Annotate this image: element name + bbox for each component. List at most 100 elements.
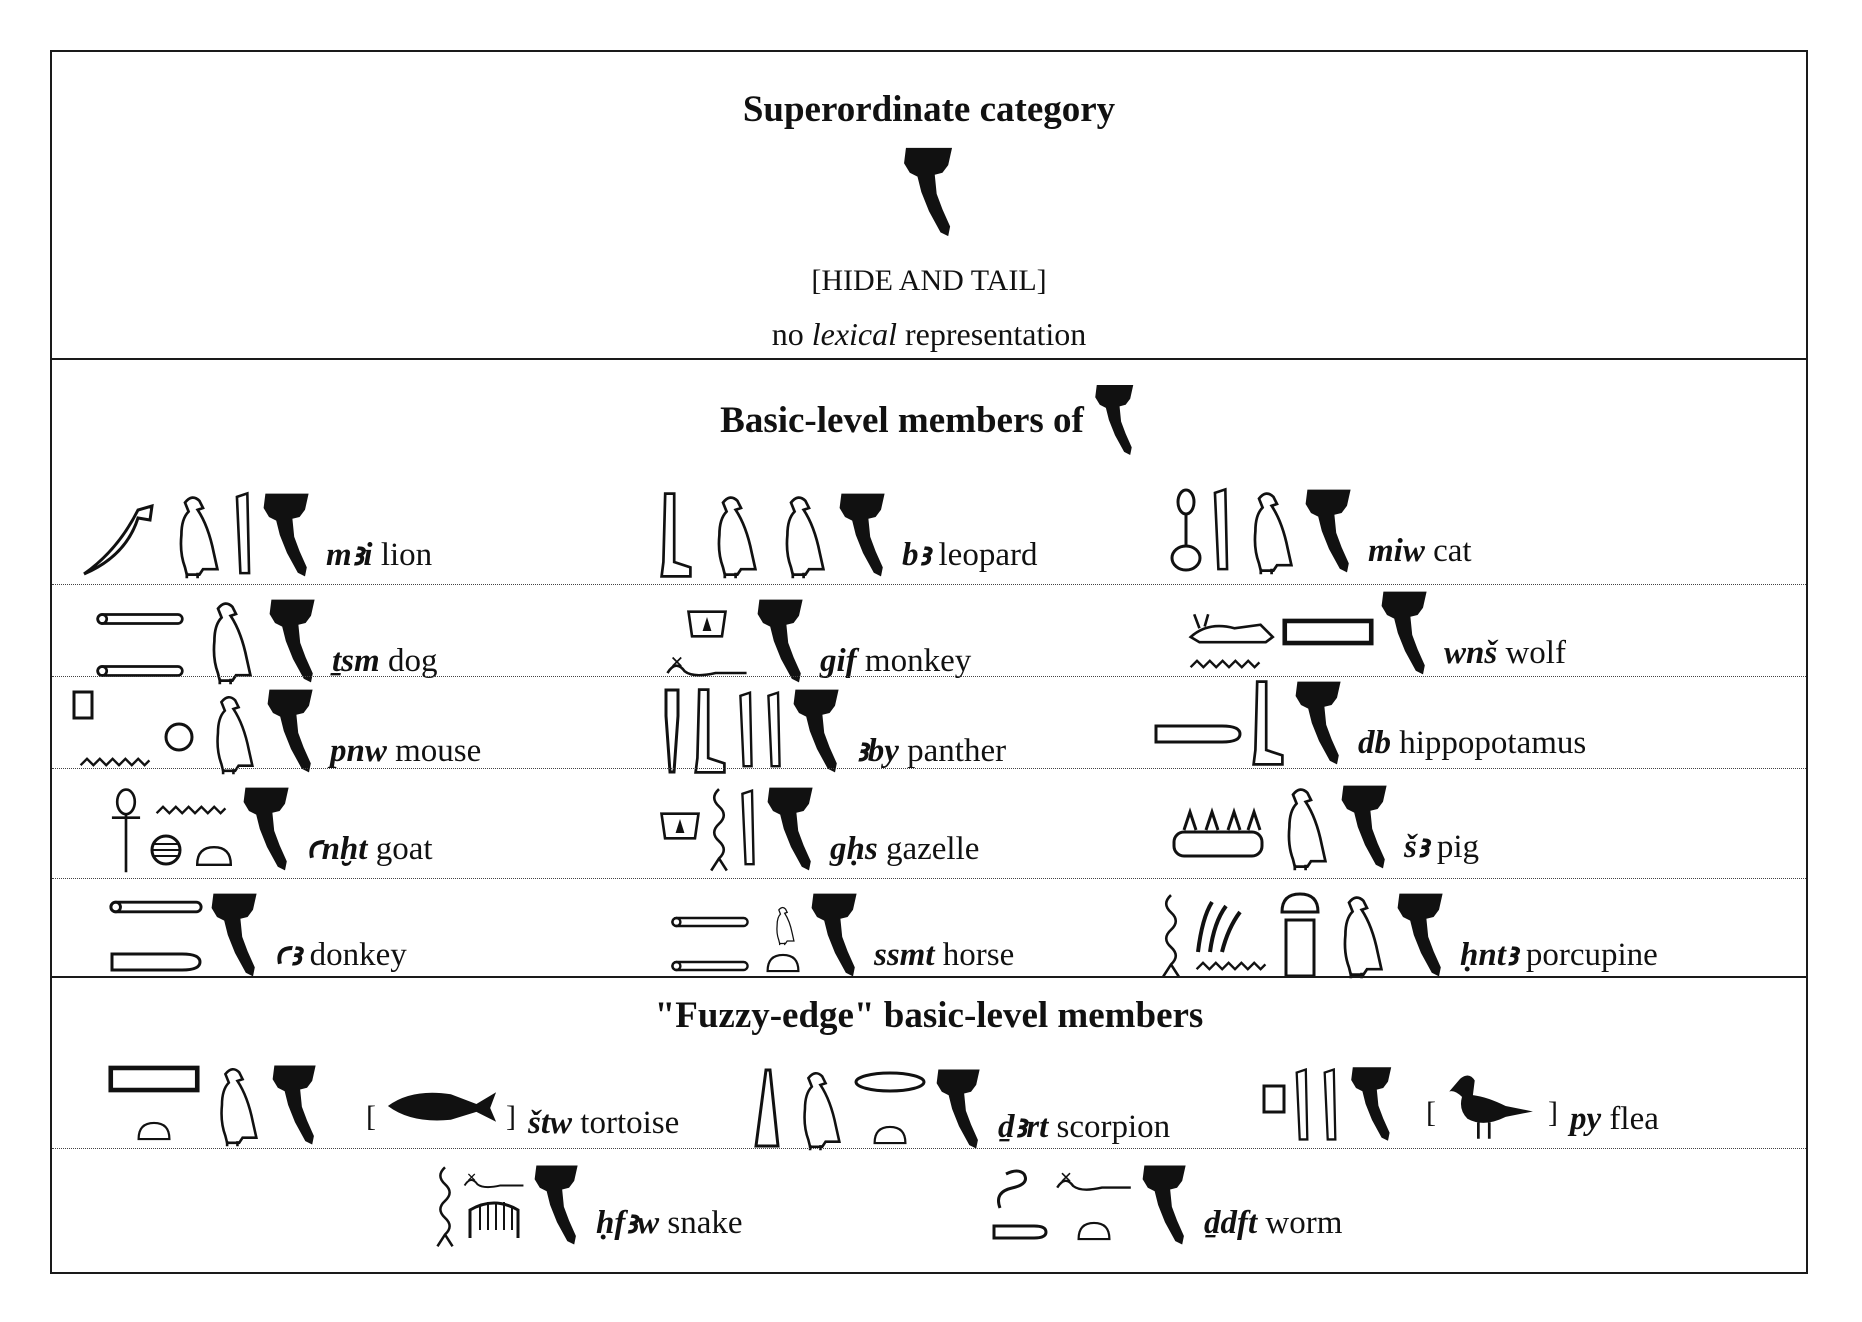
entry-cat: miw cat: [1168, 480, 1472, 576]
cobra-icon: [997, 1169, 1027, 1209]
glyph-stack: [148, 802, 236, 874]
basket-icon: [658, 806, 702, 846]
bolt-icon: [662, 958, 758, 974]
leg-icon: [1248, 678, 1288, 768]
dagger-icon: [664, 688, 680, 774]
hide-and-tail-icon: [1338, 782, 1392, 872]
glyph-group: [658, 680, 844, 776]
glyph-group: [1170, 776, 1392, 872]
note-prefix: no: [771, 316, 804, 352]
pool-icon: [108, 1064, 200, 1094]
glyph-stack: [92, 610, 188, 686]
entry-goat: ꜥnḫt goat: [108, 778, 433, 874]
glyph-group: [662, 884, 862, 980]
lotus-pool-icon: [1172, 807, 1264, 858]
entry-label: ssmt horse: [874, 937, 1015, 973]
plant-icon: [1196, 900, 1242, 953]
vulture-icon: [1270, 782, 1334, 872]
leg-icon: [656, 490, 696, 580]
entry-scorpion: ḏꜣrt scorpion: [752, 1056, 1170, 1152]
entry-label: py flea: [1570, 1101, 1659, 1137]
finger-icon: [110, 952, 202, 972]
hide-and-tail-icon: [240, 784, 294, 874]
entry-label: štw tortoise: [528, 1105, 680, 1141]
leg-icon: [690, 686, 730, 776]
throwstick-icon: [83, 503, 154, 576]
bolt-icon: [662, 914, 758, 930]
hide-and-tail-icon: [1092, 382, 1138, 458]
finger-icon: [1154, 724, 1242, 744]
glyph-group: [108, 884, 262, 980]
vulture-icon: [1326, 890, 1390, 980]
entry-dog: ṯsm dog: [92, 590, 437, 686]
quail-icon: [766, 904, 800, 946]
hide-and-tail-icon: [260, 490, 314, 580]
entry-label: wnš wolf: [1444, 635, 1566, 671]
glyph-stack: [664, 606, 750, 686]
chick-icon: [200, 690, 260, 776]
entry-label: db hippopotamus: [1358, 725, 1587, 761]
glyph-stack: [72, 690, 158, 776]
hide-and-tail-icon: [790, 686, 844, 776]
reed-icon: [1318, 1068, 1342, 1144]
water-icon: [1182, 656, 1268, 672]
entry-label: ꜥꜣ donkey: [274, 937, 407, 973]
glyph-stack: [1188, 898, 1274, 980]
glyph-group: [72, 680, 318, 776]
vulture-icon: [162, 490, 226, 580]
bracket-close: ]: [506, 1100, 516, 1133]
glyph-group: [1168, 480, 1356, 576]
entry-mouse: pnw mouse: [72, 680, 481, 776]
quail-icon: [204, 1062, 264, 1148]
ibis-icon: [700, 490, 764, 580]
glyph-stack: [852, 1070, 928, 1152]
entry-label: gḥs gazelle: [830, 831, 980, 867]
tether-icon: [92, 662, 188, 680]
entry-monkey: gif monkey: [664, 590, 971, 686]
water-icon: [148, 802, 234, 818]
entry-worm: ḏdft worm: [990, 1152, 1342, 1248]
vulture-icon: [768, 490, 832, 580]
fuzzy-title: "Fuzzy-edge" basic-level members: [654, 995, 1204, 1036]
hide-and-tail-icon: [1302, 486, 1356, 576]
hide-and-tail-icon: [268, 1062, 322, 1148]
bread-icon: [1073, 1220, 1115, 1242]
entry-label: miw cat: [1368, 533, 1472, 569]
entry-hippopotamus: db hippopotamus: [1152, 672, 1586, 768]
glyph-stack: [108, 1064, 200, 1148]
glyph-stack: [108, 896, 204, 980]
water-icon: [1188, 958, 1274, 974]
viper-icon: [462, 1170, 526, 1192]
finger-icon: [992, 1224, 1048, 1240]
bread-icon: [133, 1120, 175, 1142]
entry-gazelle: gḥs gazelle: [658, 778, 979, 874]
entry-lion: mꜣi lion: [78, 484, 432, 580]
row-divider: [52, 676, 1806, 677]
reed-icon: [1208, 486, 1234, 576]
hare-icon: [1182, 612, 1278, 648]
glyph-group: [1152, 672, 1346, 768]
hide-and-tail-icon: [900, 144, 958, 240]
twisted-flax-icon: [1158, 890, 1184, 980]
entry-donkey: ꜥꜣ donkey: [108, 884, 407, 980]
basic-title-row: Basic-level members of: [52, 382, 1806, 458]
glyph-group: [990, 1152, 1192, 1248]
bolt-icon: [92, 610, 188, 628]
note-italic: lexical: [811, 316, 898, 352]
entry-label: pnw mouse: [330, 733, 482, 769]
glyph-stack: [662, 914, 758, 980]
glyph-group: [1158, 884, 1448, 980]
column-icon: [108, 896, 204, 918]
hide-and-tail-icon: [530, 1162, 584, 1248]
glyph-group: [108, 1052, 322, 1148]
entry-label: mꜣi lion: [326, 537, 433, 573]
hand-drill-icon: [754, 1068, 780, 1148]
lexical-note: no lexical representation: [52, 316, 1806, 353]
glyph-group: [1262, 1048, 1398, 1144]
glyph-group: [432, 1152, 584, 1248]
hide-and-tail-icon: [264, 686, 318, 776]
glyph-group: [658, 778, 818, 874]
pot-icon: [164, 722, 194, 752]
reed-icon: [734, 686, 758, 776]
hide-and-tail-icon: [1292, 678, 1346, 768]
